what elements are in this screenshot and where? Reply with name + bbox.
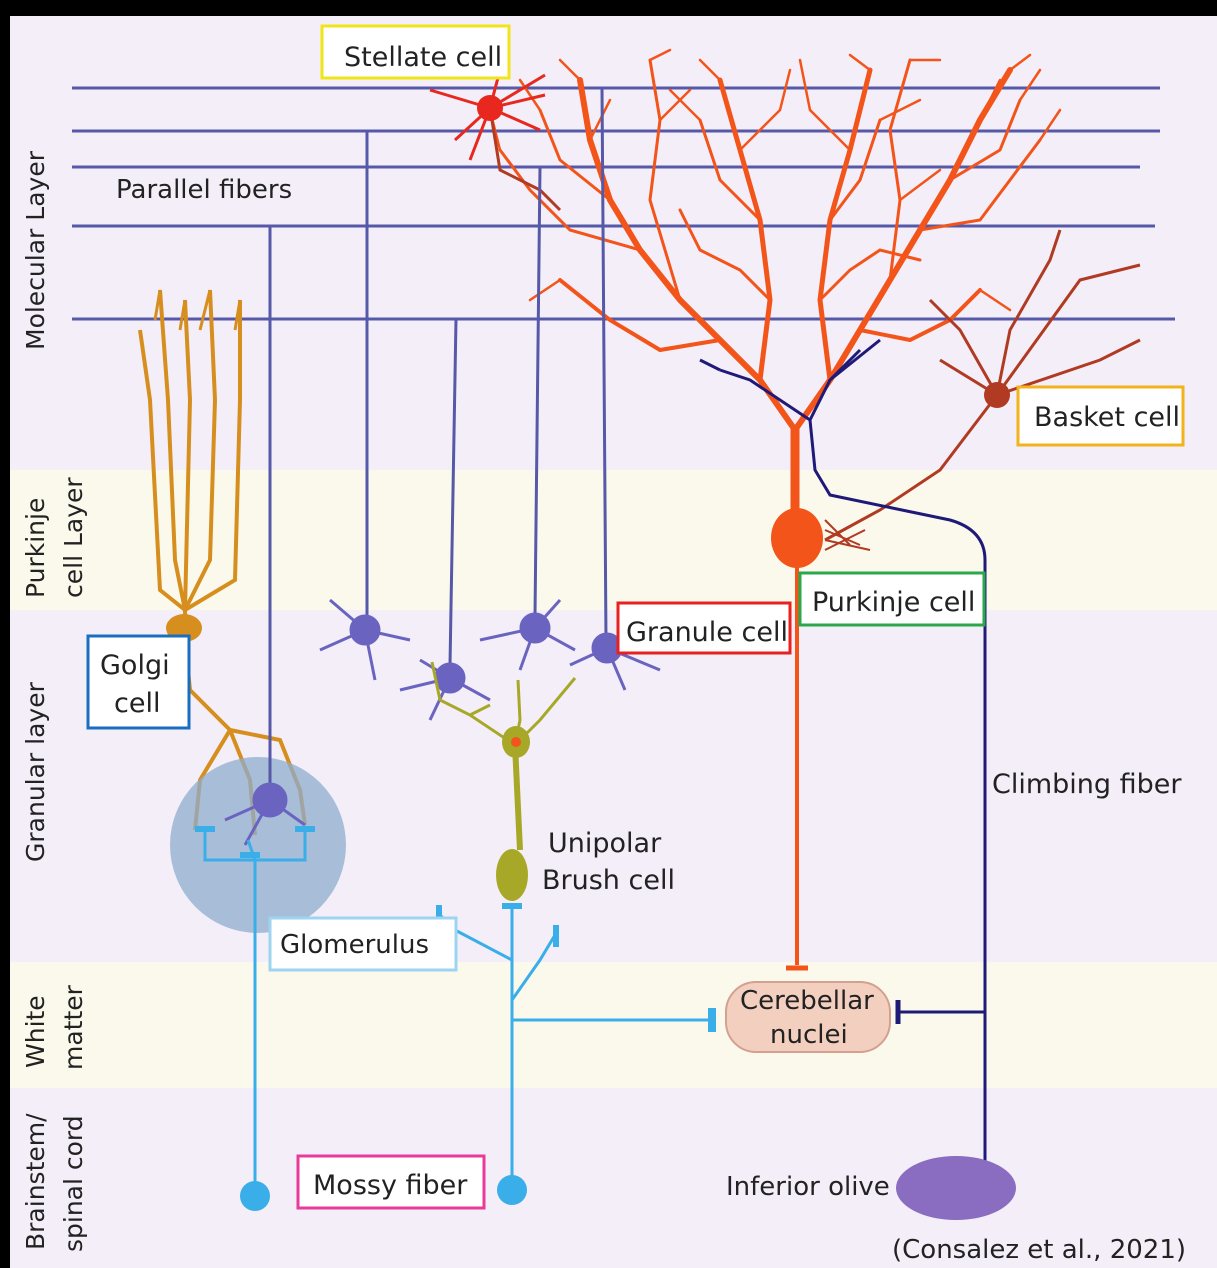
golgi-label-line2: cell <box>114 688 160 719</box>
mossy-fiber-origin-right <box>497 1175 527 1205</box>
parallel-fibers-label: Parallel fibers <box>116 175 292 205</box>
stellate-soma <box>477 95 503 121</box>
layer-label-granular: Granular layer <box>21 681 50 862</box>
layer-label-brainstem-1: Brainstem/ <box>21 1113 50 1250</box>
cerebellar-nuclei-label-line2: nuclei <box>770 1020 848 1050</box>
purkinje-soma <box>771 508 823 568</box>
glomerulus-halo <box>170 757 346 933</box>
layer-label-white-2: matter <box>59 984 88 1070</box>
climbing-fiber-label: Climbing fiber <box>992 769 1182 800</box>
layer-label-brainstem-2: spinal cord <box>59 1115 88 1252</box>
glomerulus-label: Glomerulus <box>280 930 429 960</box>
citation: (Consalez et al., 2021) <box>892 1235 1186 1265</box>
golgi-label-line1: Golgi <box>100 650 170 681</box>
inferior-olive <box>896 1156 1016 1220</box>
cerebellar-nuclei-label-line1: Cerebellar <box>740 986 874 1016</box>
stellate-cell-label: Stellate cell <box>344 42 502 73</box>
basket-soma <box>984 382 1010 408</box>
mossy-fiber-label: Mossy fiber <box>313 1170 468 1201</box>
unipolar-label-line1: Unipolar <box>548 828 662 859</box>
layer-label-molecular: Molecular Layer <box>21 150 50 350</box>
layer-label-white-1: White <box>21 995 50 1068</box>
inferior-olive-label: Inferior olive <box>726 1172 890 1202</box>
unipolar-label-line2: Brush cell <box>542 865 675 896</box>
white-matter-band <box>10 962 1217 1088</box>
layer-label-purkinje-1: Purkinje <box>21 498 50 598</box>
purkinje-layer-band <box>10 470 1217 610</box>
layer-label-purkinje-2: cell Layer <box>59 477 88 598</box>
granule-cell-label: Granule cell <box>626 617 788 648</box>
unipolar-brush-nucleus <box>511 737 521 747</box>
purkinje-cell-label: Purkinje cell <box>812 587 975 618</box>
basket-cell-label: Basket cell <box>1034 402 1180 433</box>
mossy-fiber-origin-left <box>240 1181 270 1211</box>
unipolar-brush-tuft <box>496 849 528 901</box>
